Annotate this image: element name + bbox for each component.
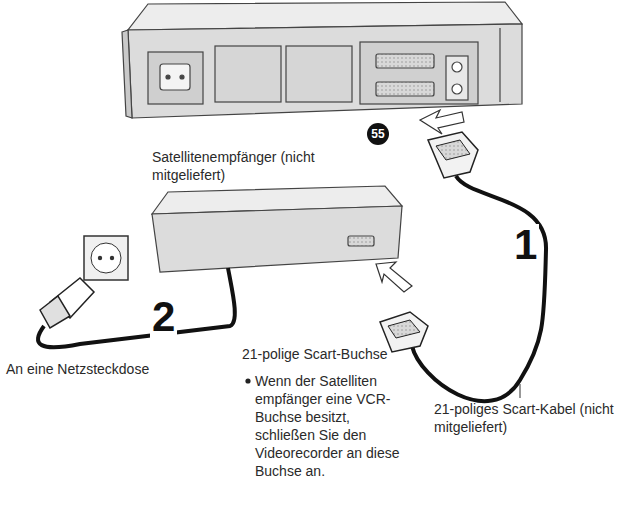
leader-line bbox=[520, 384, 521, 398]
wall-socket bbox=[84, 236, 128, 280]
cable-label: 21-poliges Scart-Kabel (nicht mitgeliefe… bbox=[434, 400, 634, 436]
video-recorder bbox=[122, 2, 522, 118]
power-cable bbox=[38, 268, 235, 347]
cable-number: 1 bbox=[512, 224, 539, 266]
receiver-node: Satellitenempfänger (nicht mitgeliefert) bbox=[152, 148, 332, 184]
satellite-receiver bbox=[152, 186, 402, 272]
scart-cable bbox=[412, 176, 546, 401]
scart-plug-top bbox=[420, 110, 478, 178]
callout-number: 55 bbox=[367, 123, 389, 145]
device-heading: Satellitenempfänger (nicht mitgeliefert) bbox=[152, 148, 332, 184]
scart-plug-receiver bbox=[376, 262, 428, 352]
cable-number: 2 bbox=[150, 296, 177, 338]
power-plug bbox=[40, 278, 94, 328]
socket-label: An eine Netzsteckdose bbox=[6, 360, 206, 378]
note-text: Wenn der Satelliten empfänger eine VCR-B… bbox=[255, 372, 405, 480]
socket-label: 21-polige Scart-Buchse bbox=[242, 345, 442, 363]
bullet-dot bbox=[245, 378, 250, 383]
